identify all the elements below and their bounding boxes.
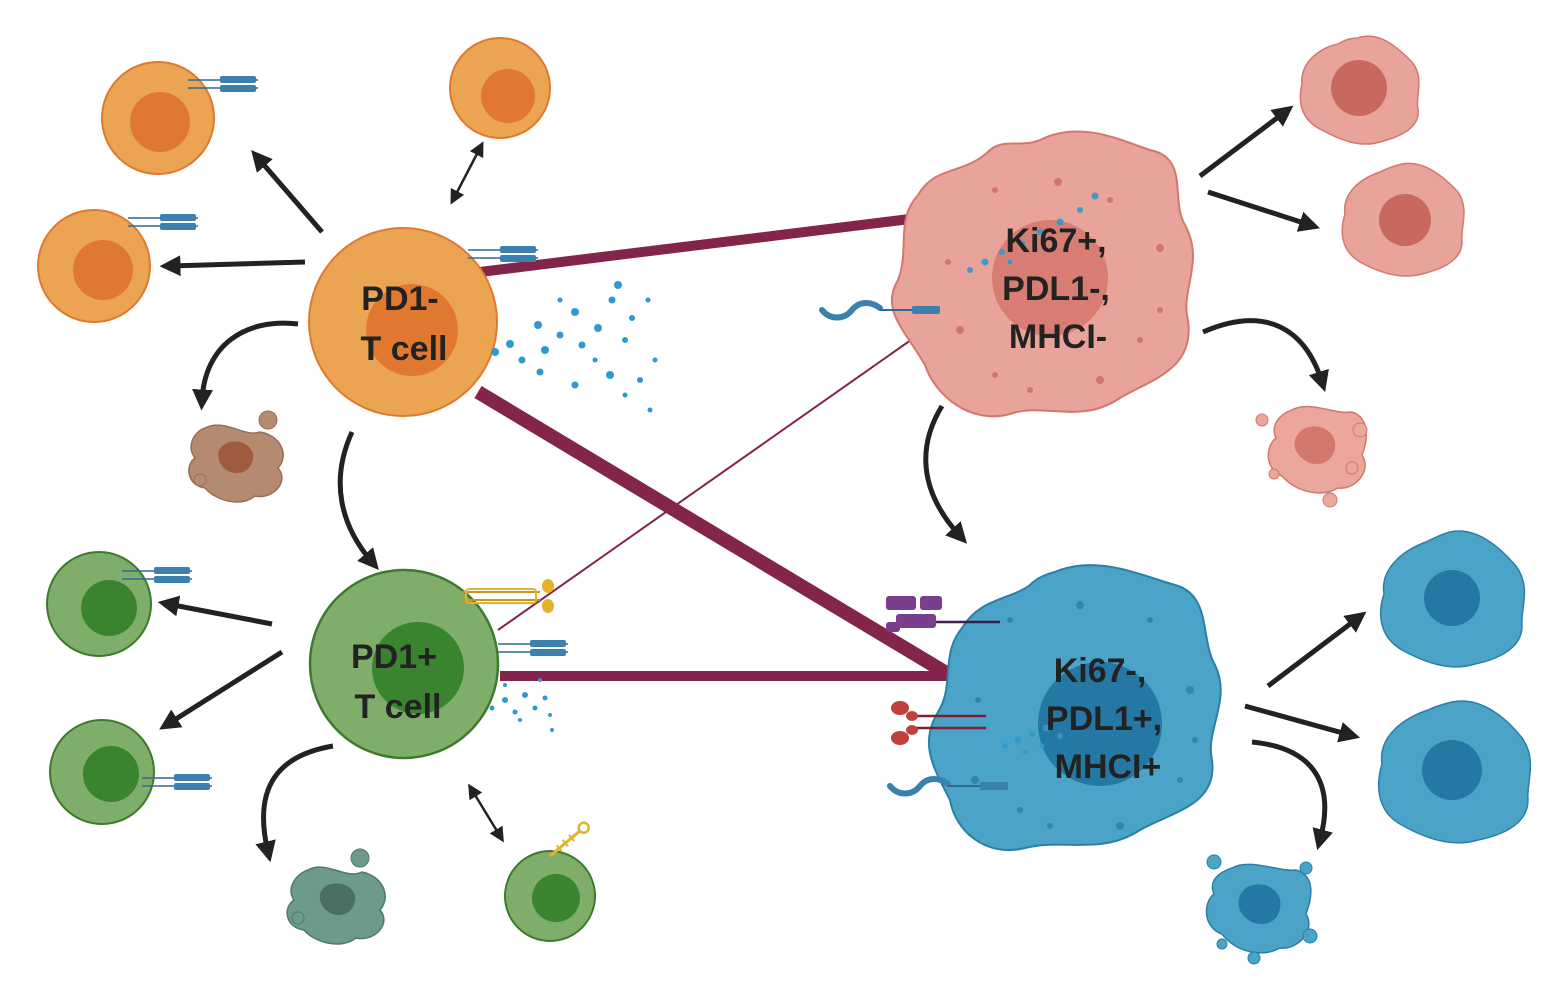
green-daughter-cell-top-left xyxy=(46,551,152,657)
t-cell-receptor-icon xyxy=(498,640,568,656)
orange-daughter-cell-top-left xyxy=(101,61,215,175)
pdl1-molecule-icon xyxy=(891,701,986,745)
blue-daughter-cell-bottom xyxy=(1377,700,1532,844)
pd1-pos-label-line2: T cell xyxy=(355,688,442,726)
connector-pd1neg-tumor-a xyxy=(479,213,919,277)
t-cell-receptor-icon xyxy=(128,214,198,230)
pd1-neg-label-line1: PD1- xyxy=(361,280,438,318)
cytokine-cloud-icon-pd1pos xyxy=(489,678,554,732)
arrow-to-blue-apoptosis xyxy=(1251,739,1333,851)
arrow-tumor-a-to-tumor-b xyxy=(923,404,968,544)
cytokine-cloud-icon-pd1neg xyxy=(491,281,658,413)
pink-daughter-cell-top xyxy=(1299,35,1420,145)
tumor-b-label-line1: Ki67-, xyxy=(1054,652,1147,690)
arrow-to-blue-mid xyxy=(1244,703,1361,743)
t-cell-receptor-icon xyxy=(468,246,538,262)
pd1-pos-t-cell-main: PD1+ T cell xyxy=(308,568,500,760)
arrow-to-apoptosis-green xyxy=(255,743,334,863)
orange-apoptotic-cell-icon xyxy=(188,410,284,503)
orange-daughter-cell-top xyxy=(449,37,551,139)
tumor-a-label-line1: Ki67+, xyxy=(1005,222,1106,260)
tumor-a-label-line2: PDL1-, xyxy=(1002,270,1110,308)
tumor-a-label-line3: MHCI- xyxy=(1009,318,1107,356)
arrow-to-blue-top xyxy=(1266,611,1367,688)
arrow-bidirectional-orange xyxy=(450,141,484,205)
arrow-to-orange-top xyxy=(251,150,324,234)
arrow-to-green-top xyxy=(157,595,273,627)
arrow-to-green-bottom xyxy=(159,649,284,730)
pd1-receptor-icon xyxy=(462,579,554,613)
green-daughter-cell-bottom xyxy=(504,850,596,942)
arrow-to-pink-mid xyxy=(1207,189,1320,232)
blue-apoptotic-cell-icon xyxy=(1205,854,1318,965)
arrow-to-pink-apoptosis xyxy=(1202,318,1329,393)
antigen-receptor-icon xyxy=(819,300,940,321)
arrow-to-orange-left xyxy=(159,255,306,277)
antigen-receptor-icon xyxy=(887,776,1008,797)
pd1-neg-label-line2: T cell xyxy=(361,330,448,368)
green-daughter-cell-bottom-left xyxy=(49,719,155,825)
blue-daughter-cell-top xyxy=(1379,530,1526,668)
pd1-receptor-icon xyxy=(549,821,590,858)
t-cell-receptor-icon xyxy=(188,76,258,92)
connector-pd1neg-tumor-b xyxy=(474,385,962,687)
tumor-b-label-line3: MHCI+ xyxy=(1055,748,1162,786)
pink-apoptotic-cell-icon xyxy=(1255,405,1368,508)
t-cell-receptor-icon xyxy=(122,567,192,583)
t-cell-receptor-icon xyxy=(142,774,212,790)
tumor-cell-ki67-pos: Ki67+, PDL1-, MHCI- xyxy=(890,130,1194,418)
pink-daughter-cell-mid xyxy=(1341,162,1465,277)
arrow-bidirectional-green xyxy=(468,783,504,843)
tumor-cell-ki67-neg: Ki67-, PDL1+, MHCI+ xyxy=(927,564,1222,851)
connector-pd1pos-tumor-a xyxy=(497,334,919,631)
pd1-neg-t-cell-main: PD1- T cell xyxy=(308,227,498,417)
t-cell-receptor-icons xyxy=(122,76,568,790)
orange-daughter-cell-left xyxy=(37,209,151,323)
arrows xyxy=(157,105,1367,863)
green-apoptotic-cell-icon xyxy=(286,848,386,945)
pd1-pos-label-line1: PD1+ xyxy=(351,638,437,676)
interaction-connectors xyxy=(474,213,962,687)
mhc-molecule-icon xyxy=(886,596,1000,632)
arrow-pd1neg-to-pd1pos xyxy=(337,430,379,570)
arrow-to-pink-top xyxy=(1198,105,1294,178)
tumor-b-label-line2: PDL1+, xyxy=(1046,700,1162,738)
arrow-to-apoptosis-orange xyxy=(192,320,299,411)
